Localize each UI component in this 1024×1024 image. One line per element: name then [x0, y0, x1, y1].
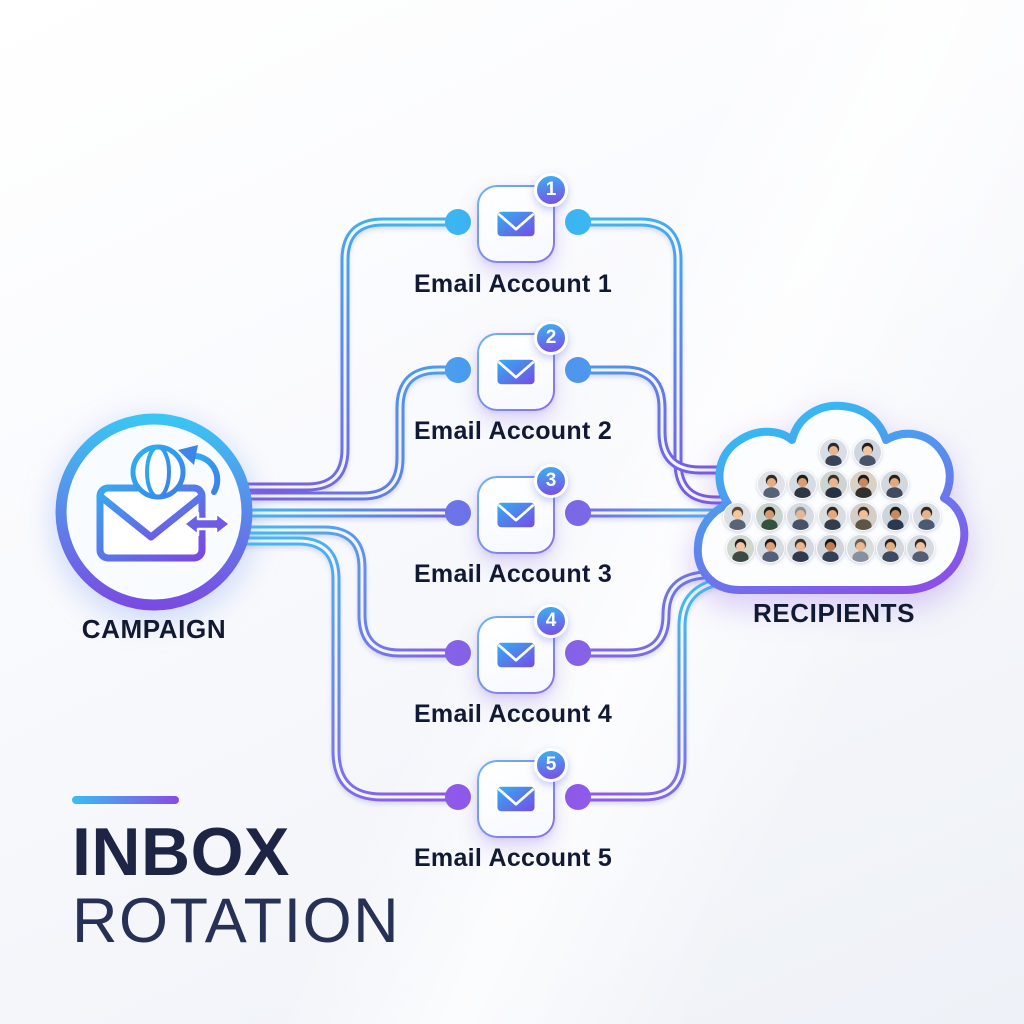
recipient-avatar [725, 533, 755, 563]
envelope-icon [491, 490, 541, 540]
campaign-node [55, 413, 253, 611]
connector-dot [565, 784, 591, 810]
recipient-avatar [755, 533, 785, 563]
title-block: INBOX ROTATION [72, 796, 400, 953]
connector-lines-right [573, 217, 753, 802]
email-account-label-5: Email Account 5 [413, 844, 613, 872]
unread-badge: 1 [534, 173, 568, 207]
recipient-avatar [785, 533, 815, 563]
recipient-avatar [818, 437, 848, 467]
connector-dot [445, 357, 471, 383]
connector-dot [565, 357, 591, 383]
email-account-node-1: 1 [477, 173, 568, 263]
connector-dots [445, 209, 591, 810]
email-account-label-1: Email Account 1 [413, 270, 613, 298]
recipient-avatar [815, 533, 845, 563]
recipient-avatar [817, 501, 847, 531]
recipient-avatar [905, 533, 935, 563]
recipient-avatar [787, 469, 817, 499]
email-account-node-5: 5 [477, 748, 568, 838]
connector-dot [445, 500, 471, 526]
page-title-line2: ROTATION [72, 886, 401, 956]
connector-dot [445, 784, 471, 810]
globe-icon [130, 444, 186, 500]
email-account-label-2: Email Account 2 [413, 417, 613, 445]
email-account-node-2: 2 [477, 321, 568, 411]
envelope-icon [491, 774, 541, 824]
unread-badge: 2 [534, 321, 568, 355]
campaign-label: CAMPAIGN [81, 614, 227, 644]
recipient-avatar [754, 501, 784, 531]
recipient-avatar [723, 501, 752, 531]
connector-dot [565, 500, 591, 526]
swap-arrows-icon [182, 511, 232, 537]
unread-badge: 3 [534, 464, 568, 498]
recipient-avatar [786, 501, 815, 531]
unread-badge: 4 [534, 604, 568, 638]
rotate-arrow-icon [178, 445, 221, 495]
recipient-avatar [845, 533, 875, 563]
connector-dot [445, 640, 471, 666]
connector-dot [565, 640, 591, 666]
connector-dot [445, 209, 471, 235]
recipient-avatar [880, 501, 910, 531]
email-account-node-4: 4 [477, 604, 568, 694]
connector-dot [565, 209, 591, 235]
page-title-line1: INBOX [72, 814, 290, 890]
email-account-label-3: Email Account 3 [413, 560, 613, 588]
unread-badge: 5 [534, 748, 568, 782]
recipients-label: RECIPIENTS [752, 598, 916, 628]
email-account-node-3: 3 [477, 464, 568, 554]
recipient-avatar [875, 533, 905, 563]
recipient-avatar [849, 469, 879, 499]
email-account-label-4: Email Account 4 [413, 700, 613, 728]
recipient-avatar [852, 437, 882, 467]
campaign-email-rotation-icon [96, 444, 232, 562]
connector-campaign-to-account-1 [195, 217, 463, 492]
title-accent-bar [72, 796, 179, 804]
recipient-avatar [818, 469, 848, 499]
envelope-icon [491, 630, 541, 680]
envelope-icon [491, 347, 541, 397]
recipient-avatar [756, 469, 786, 499]
recipient-avatar [880, 469, 910, 499]
recipient-avatar [912, 501, 941, 531]
recipient-avatar [849, 501, 878, 531]
envelope-icon [491, 199, 541, 249]
